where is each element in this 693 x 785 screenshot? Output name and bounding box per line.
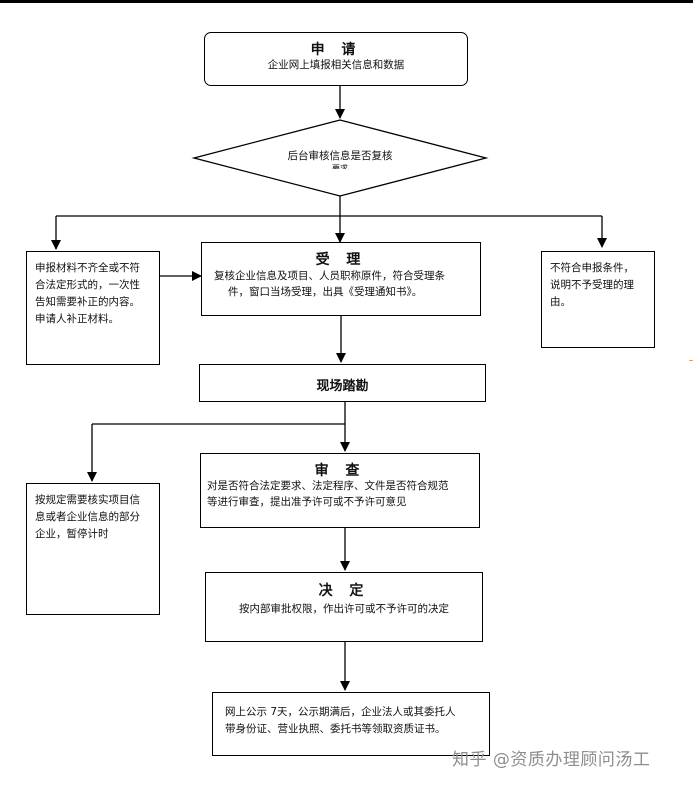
node-apply-text: 企业网上填报相关信息和数据 xyxy=(267,59,405,71)
node-incomplete-line-4: 申请人补正材料。 xyxy=(35,313,119,325)
node-apply: 申 请 企业网上填报相关信息和数据 xyxy=(204,32,468,86)
node-decide: 决 定 按内部审批权限，作出许可或不予许可的决定 xyxy=(205,572,483,642)
node-incomplete-line-2: 合法定形式的，一次性 xyxy=(35,279,140,291)
node-review: 审 查 对是否符合法定要求、法定程序、文件是否符合规范 等进行审查，提出准予许可… xyxy=(200,453,480,528)
node-reject-line-1: 不符合申报条件， xyxy=(550,262,634,274)
node-apply-title: 申 请 xyxy=(310,42,362,58)
node-incomplete-line-3: 告知需要补正的内容。 xyxy=(35,296,140,308)
node-pause-line-1: 按规定需要核实项目信 xyxy=(35,494,140,506)
node-incomplete-line-1: 申报材料不齐全或不符 xyxy=(35,262,140,274)
top-border xyxy=(0,0,693,3)
node-survey-title: 现场踏勘 xyxy=(316,379,369,394)
node-survey: 现场踏勘 xyxy=(199,364,486,402)
node-check-subtext: 要求 xyxy=(332,164,348,169)
node-review-line-2: 等进行审查，提出准予许可或不予许可意见 xyxy=(207,496,407,508)
node-pause: 按规定需要核实项目信 息或者企业信息的部分 企业，暂停计时 xyxy=(26,483,160,615)
node-accept-title: 受 理 xyxy=(315,252,367,268)
decision-diamond xyxy=(191,119,489,197)
node-accept: 受 理 复核企业信息及项目、人员职称原件，符合受理条 件，窗口当场受理，出具《受… xyxy=(201,242,481,316)
node-pause-line-2: 息或者企业信息的部分 xyxy=(35,511,140,523)
node-review-title: 审 查 xyxy=(314,463,366,479)
node-reject: 不符合申报条件， 说明不予受理的理 由。 xyxy=(541,251,655,348)
node-incomplete: 申报材料不齐全或不符 合法定形式的，一次性 告知需要补正的内容。 申请人补正材料… xyxy=(26,251,160,365)
node-decide-text: 按内部审批权限，作出许可或不予许可的决定 xyxy=(239,603,449,615)
node-check-text: 后台审核信息是否复核 xyxy=(287,150,393,162)
node-accept-line-1: 复核企业信息及项目、人员职称原件，符合受理条 xyxy=(214,270,445,282)
node-reject-line-2: 说明不予受理的理 xyxy=(550,279,634,291)
node-review-line-1: 对是否符合法定要求、法定程序、文件是否符合规范 xyxy=(207,480,449,492)
watermark: 知乎 @资质办理顾问汤工 xyxy=(452,750,651,770)
node-publish-line-2: 带身份证、营业执照、委托书等领取资质证书。 xyxy=(225,723,446,735)
node-reject-line-3: 由。 xyxy=(550,296,571,308)
edge-mark xyxy=(689,360,693,361)
node-decide-title: 决 定 xyxy=(318,583,370,599)
node-accept-line-2: 件，窗口当场受理，出具《受理通知书》。 xyxy=(228,286,423,298)
node-publish-line-1: 网上公示 7天，公示期满后，企业法人或其委托人 xyxy=(225,706,456,718)
node-publish: 网上公示 7天，公示期满后，企业法人或其委托人 带身份证、营业执照、委托书等领取… xyxy=(212,692,490,756)
node-pause-line-3: 企业，暂停计时 xyxy=(35,528,109,540)
